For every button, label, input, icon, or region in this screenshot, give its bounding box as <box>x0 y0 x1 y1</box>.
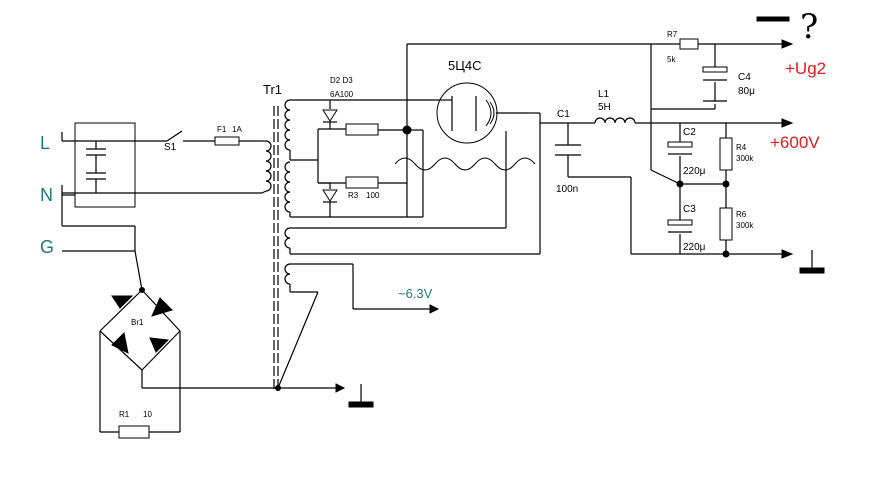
c4-value: 80μ <box>738 86 755 97</box>
hv-output-label: +600V <box>770 133 820 152</box>
fuse-f1: F1 1A <box>214 125 262 146</box>
mains-L-label: L <box>40 133 50 153</box>
l1-label: L1 <box>598 89 610 100</box>
c3-label: C3 <box>683 204 696 215</box>
r4-label: R4 <box>736 143 747 152</box>
mains-N-label: N <box>40 185 53 205</box>
question-mark: ? <box>800 7 818 47</box>
c2-value: 220μ <box>683 166 706 177</box>
switch-label: S1 <box>164 142 177 153</box>
resistor-r1 <box>118 425 150 439</box>
resistor-r7 <box>679 38 699 50</box>
c1-label: C1 <box>557 109 570 120</box>
filter-caps: C2 220μ C3 220μ R4 300k R6 300k +600V <box>631 123 825 274</box>
r4-value: 300k <box>736 154 754 163</box>
c3-value: 220μ <box>683 242 706 253</box>
r1-label: R1 <box>119 410 130 419</box>
resistor-upper <box>345 123 379 136</box>
bridge-label: Br1 <box>131 318 144 327</box>
r7-label: R7 <box>667 30 678 39</box>
switch-s1: S1 <box>135 130 215 153</box>
resistor-r4 <box>719 137 733 171</box>
heater-output-label: ~6.3V <box>398 286 433 301</box>
ug2-branch: R7 5k C4 80μ +Ug2 <box>407 30 826 185</box>
capacitor-c1: C1 100n <box>540 109 632 254</box>
question-annotation: ? <box>756 7 818 47</box>
r1-value: 10 <box>143 410 152 419</box>
choke-l1: L1 5H <box>594 89 794 128</box>
fuse-label: F1 <box>217 125 227 134</box>
bridge-br1: Br1 R1 10 <box>99 250 278 439</box>
diode-labels: D2 D3 <box>330 76 353 85</box>
resistor-r6 <box>719 207 733 241</box>
c2-label: C2 <box>683 127 696 138</box>
c1-value: 100n <box>556 184 578 195</box>
diodes-d2-d3: D2 D3 6A100 R3 100 <box>317 44 423 217</box>
transformer-label: Tr1 <box>263 82 282 97</box>
l1-value: 5H <box>598 102 611 113</box>
tube-label: 5Ц4С <box>448 58 481 73</box>
filter-box <box>74 122 136 208</box>
mains-G-label: G <box>40 237 54 257</box>
ug2-output-label: +Ug2 <box>785 59 826 78</box>
mains-filter: L N G <box>40 122 136 257</box>
r7-value: 5k <box>667 55 676 64</box>
r6-label: R6 <box>736 210 747 219</box>
r6-value: 300k <box>736 221 754 230</box>
rectifier-tube: 5Ц4С <box>394 58 541 254</box>
diode-rating: 6A100 <box>330 90 354 99</box>
fuse-rating: 1A <box>232 125 242 134</box>
resistor-r3 <box>345 176 379 189</box>
r3-value: 100 <box>366 191 380 200</box>
c4-label: C4 <box>738 72 751 83</box>
r3-label: R3 <box>348 191 359 200</box>
transformer-tr1: Tr1 ~6.3V <box>261 82 540 408</box>
